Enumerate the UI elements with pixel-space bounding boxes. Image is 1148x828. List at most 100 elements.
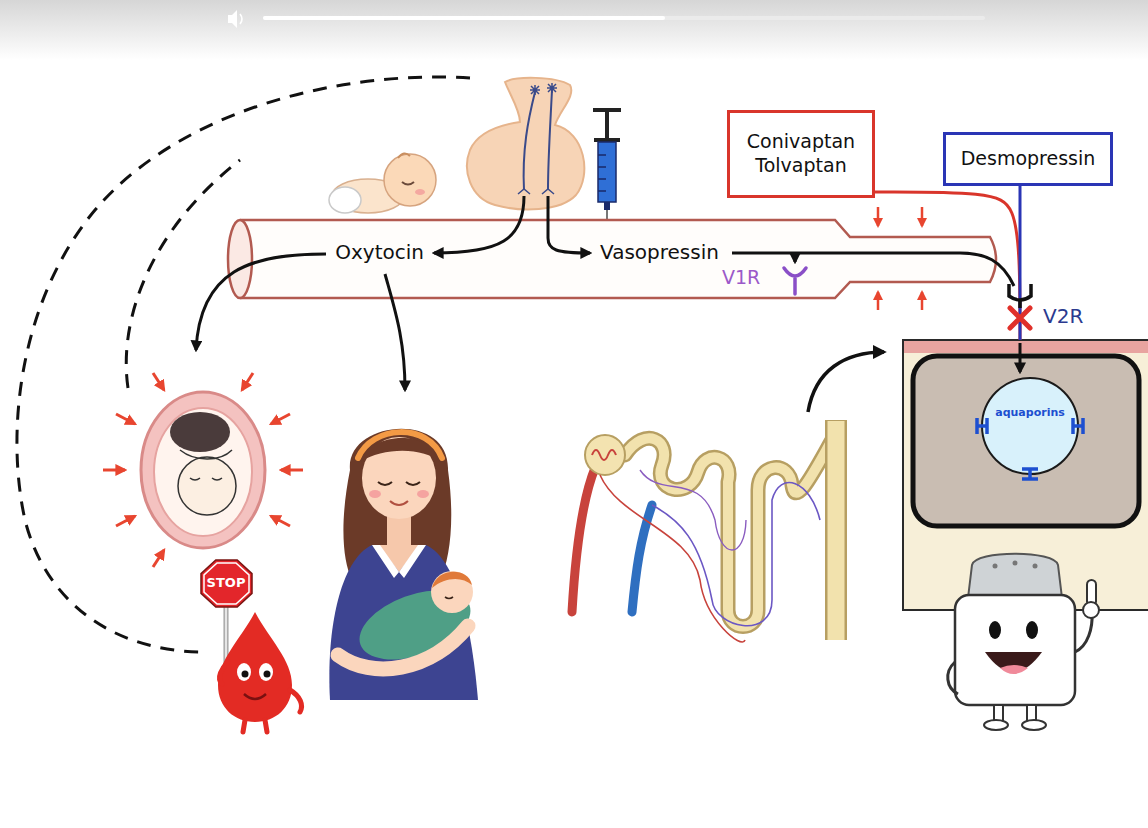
v2-receptor-stem [1018, 301, 1022, 308]
shaker-tongue [1000, 665, 1028, 674]
contraction-arrow [116, 516, 135, 526]
baby-head [384, 154, 436, 206]
antagonist-line [875, 192, 1020, 340]
plunger-handle [593, 108, 621, 112]
mother-collar [372, 545, 426, 578]
mother-cheek [369, 490, 381, 498]
progress-fill [263, 16, 665, 20]
vesicle-label: aquaporins [995, 406, 1065, 419]
capillaries [600, 475, 745, 642]
capillaries [640, 470, 746, 550]
blood-vessel [228, 220, 996, 298]
shaker-foot [1022, 720, 1046, 730]
mother-smile [390, 501, 408, 505]
drop-pupil [264, 671, 271, 678]
contraction-arrow [271, 414, 290, 424]
octagon-rim [204, 563, 249, 604]
stop-sign: STOP [200, 559, 253, 608]
glomerulus [592, 450, 616, 460]
cell-body [913, 356, 1139, 526]
pressure-arrow [921, 207, 924, 226]
principal-cell [903, 340, 1148, 610]
neuron-axon [524, 92, 535, 190]
neuron-body [530, 85, 540, 95]
neuron-body [547, 83, 557, 93]
glomerulus-capsule [585, 435, 625, 475]
fetus-body [170, 412, 230, 452]
hormone-label: Vasopressin [600, 240, 719, 264]
gland-outline [467, 78, 584, 210]
baby-cheek [415, 189, 425, 195]
nephron [572, 420, 836, 642]
renal-tubule [625, 438, 832, 626]
drop-arm [290, 690, 302, 712]
shaker-leg [1027, 705, 1036, 721]
tubule-outline [625, 438, 832, 626]
mother-arm [338, 626, 468, 669]
breastfeeding-mother [329, 429, 479, 700]
speaker-icon [228, 10, 237, 28]
drop-arm [220, 662, 228, 684]
nursing-baby-eye [445, 597, 453, 599]
shaker-hand [1083, 602, 1099, 618]
contraction-arrow [103, 469, 125, 472]
cell-ground [903, 340, 1148, 610]
progress-track [263, 16, 985, 20]
uterus-wall [141, 392, 265, 548]
baby-hair [398, 153, 410, 158]
mother-cheek [417, 490, 429, 498]
shaker-cap [968, 554, 1062, 598]
release-arrow [434, 196, 524, 253]
vesicle-shape [980, 376, 1080, 476]
duct-outline [825, 420, 847, 640]
collecting-duct-cell: V2Raquaporins [903, 340, 1148, 610]
video-bar [0, 0, 1148, 60]
shaker-leg [994, 705, 1003, 721]
blood-drop-mascot [218, 600, 302, 732]
fetus-arm [180, 450, 232, 459]
feedback-loop [126, 160, 240, 388]
aquaporin-channel [977, 418, 987, 434]
shaker-eye [989, 621, 1001, 639]
sleeping-baby [329, 153, 436, 213]
vasopressin-branch [794, 253, 797, 262]
drug-name: Conivaptan Tolvaptan [740, 130, 862, 178]
nursing-baby-head [431, 571, 473, 613]
mother-eyes [378, 482, 420, 485]
receptor-label: V1R [722, 266, 760, 288]
drop-eye [237, 663, 251, 681]
v2-receptor [1009, 284, 1031, 300]
baby-eye [402, 182, 414, 185]
neuron-axon [548, 90, 552, 190]
drug-box: Conivaptan Tolvaptan [727, 110, 875, 198]
v1-receptor [784, 268, 806, 294]
afferent-artery [572, 468, 595, 612]
shaker-arm [948, 662, 958, 694]
renal-vein [632, 505, 652, 612]
graduations [598, 155, 606, 191]
receptor-name: V2R [1043, 304, 1083, 328]
collecting-duct [828, 421, 845, 640]
label-anchor: V1R [722, 266, 760, 289]
aquaporin-vesicle: aquaporins [980, 376, 1080, 476]
vessel-wall [240, 220, 996, 298]
shaker-body [955, 595, 1075, 705]
drop-eye [259, 663, 273, 681]
effect-arrow [196, 254, 326, 350]
contraction-arrow [271, 516, 290, 526]
aquaporin-channel [1022, 469, 1038, 479]
aquaporin-channel [1073, 418, 1083, 434]
plunger-rod [605, 112, 609, 140]
contraction-arrows [103, 373, 303, 567]
sign-text: STOP [207, 575, 246, 591]
shaker-eye [1026, 621, 1038, 639]
barrel [598, 142, 616, 202]
label-anchor: Vasopressin [600, 240, 719, 264]
vessel-opening [228, 220, 252, 298]
fetus-eyes [190, 478, 222, 480]
octagon [201, 560, 252, 607]
